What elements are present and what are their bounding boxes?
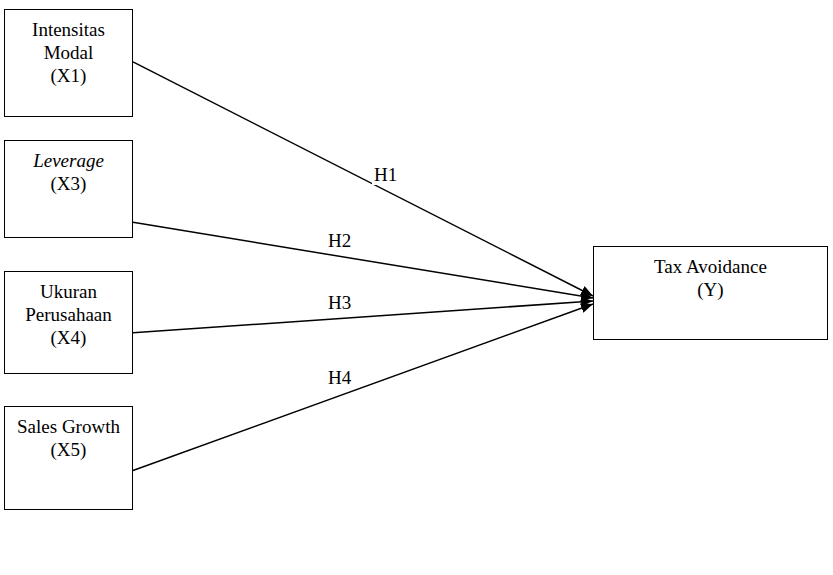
- hypothesis-arrow: [133, 304, 593, 470]
- dependent-variable-box: Tax Avoidance(Y): [593, 246, 828, 340]
- hypothesis-label: H1: [372, 164, 399, 185]
- hypothesis-arrow: [133, 301, 593, 333]
- variable-code: (X5): [11, 438, 126, 461]
- variable-box: Intensitas Modal(X1): [4, 9, 133, 117]
- variable-name: Ukuran Perusahaan: [11, 280, 126, 326]
- variable-name: Intensitas Modal: [11, 18, 126, 64]
- variable-box: Ukuran Perusahaan(X4): [4, 271, 133, 374]
- variable-name: Sales Growth: [11, 415, 126, 438]
- hypothesis-label: H3: [326, 292, 353, 313]
- hypothesis-label: H2: [326, 230, 353, 251]
- variable-name: Leverage: [11, 149, 126, 172]
- variable-name: Tax Avoidance: [600, 255, 821, 278]
- variable-box: Sales Growth(X5): [4, 406, 133, 510]
- variable-code: (X4): [11, 326, 126, 349]
- variable-code: (X1): [11, 64, 126, 87]
- hypothesis-arrow: [133, 222, 593, 298]
- variable-code: (Y): [600, 278, 821, 301]
- hypothesis-label: H4: [326, 367, 353, 388]
- variable-box: Leverage(X3): [4, 140, 133, 238]
- variable-code: (X3): [11, 172, 126, 195]
